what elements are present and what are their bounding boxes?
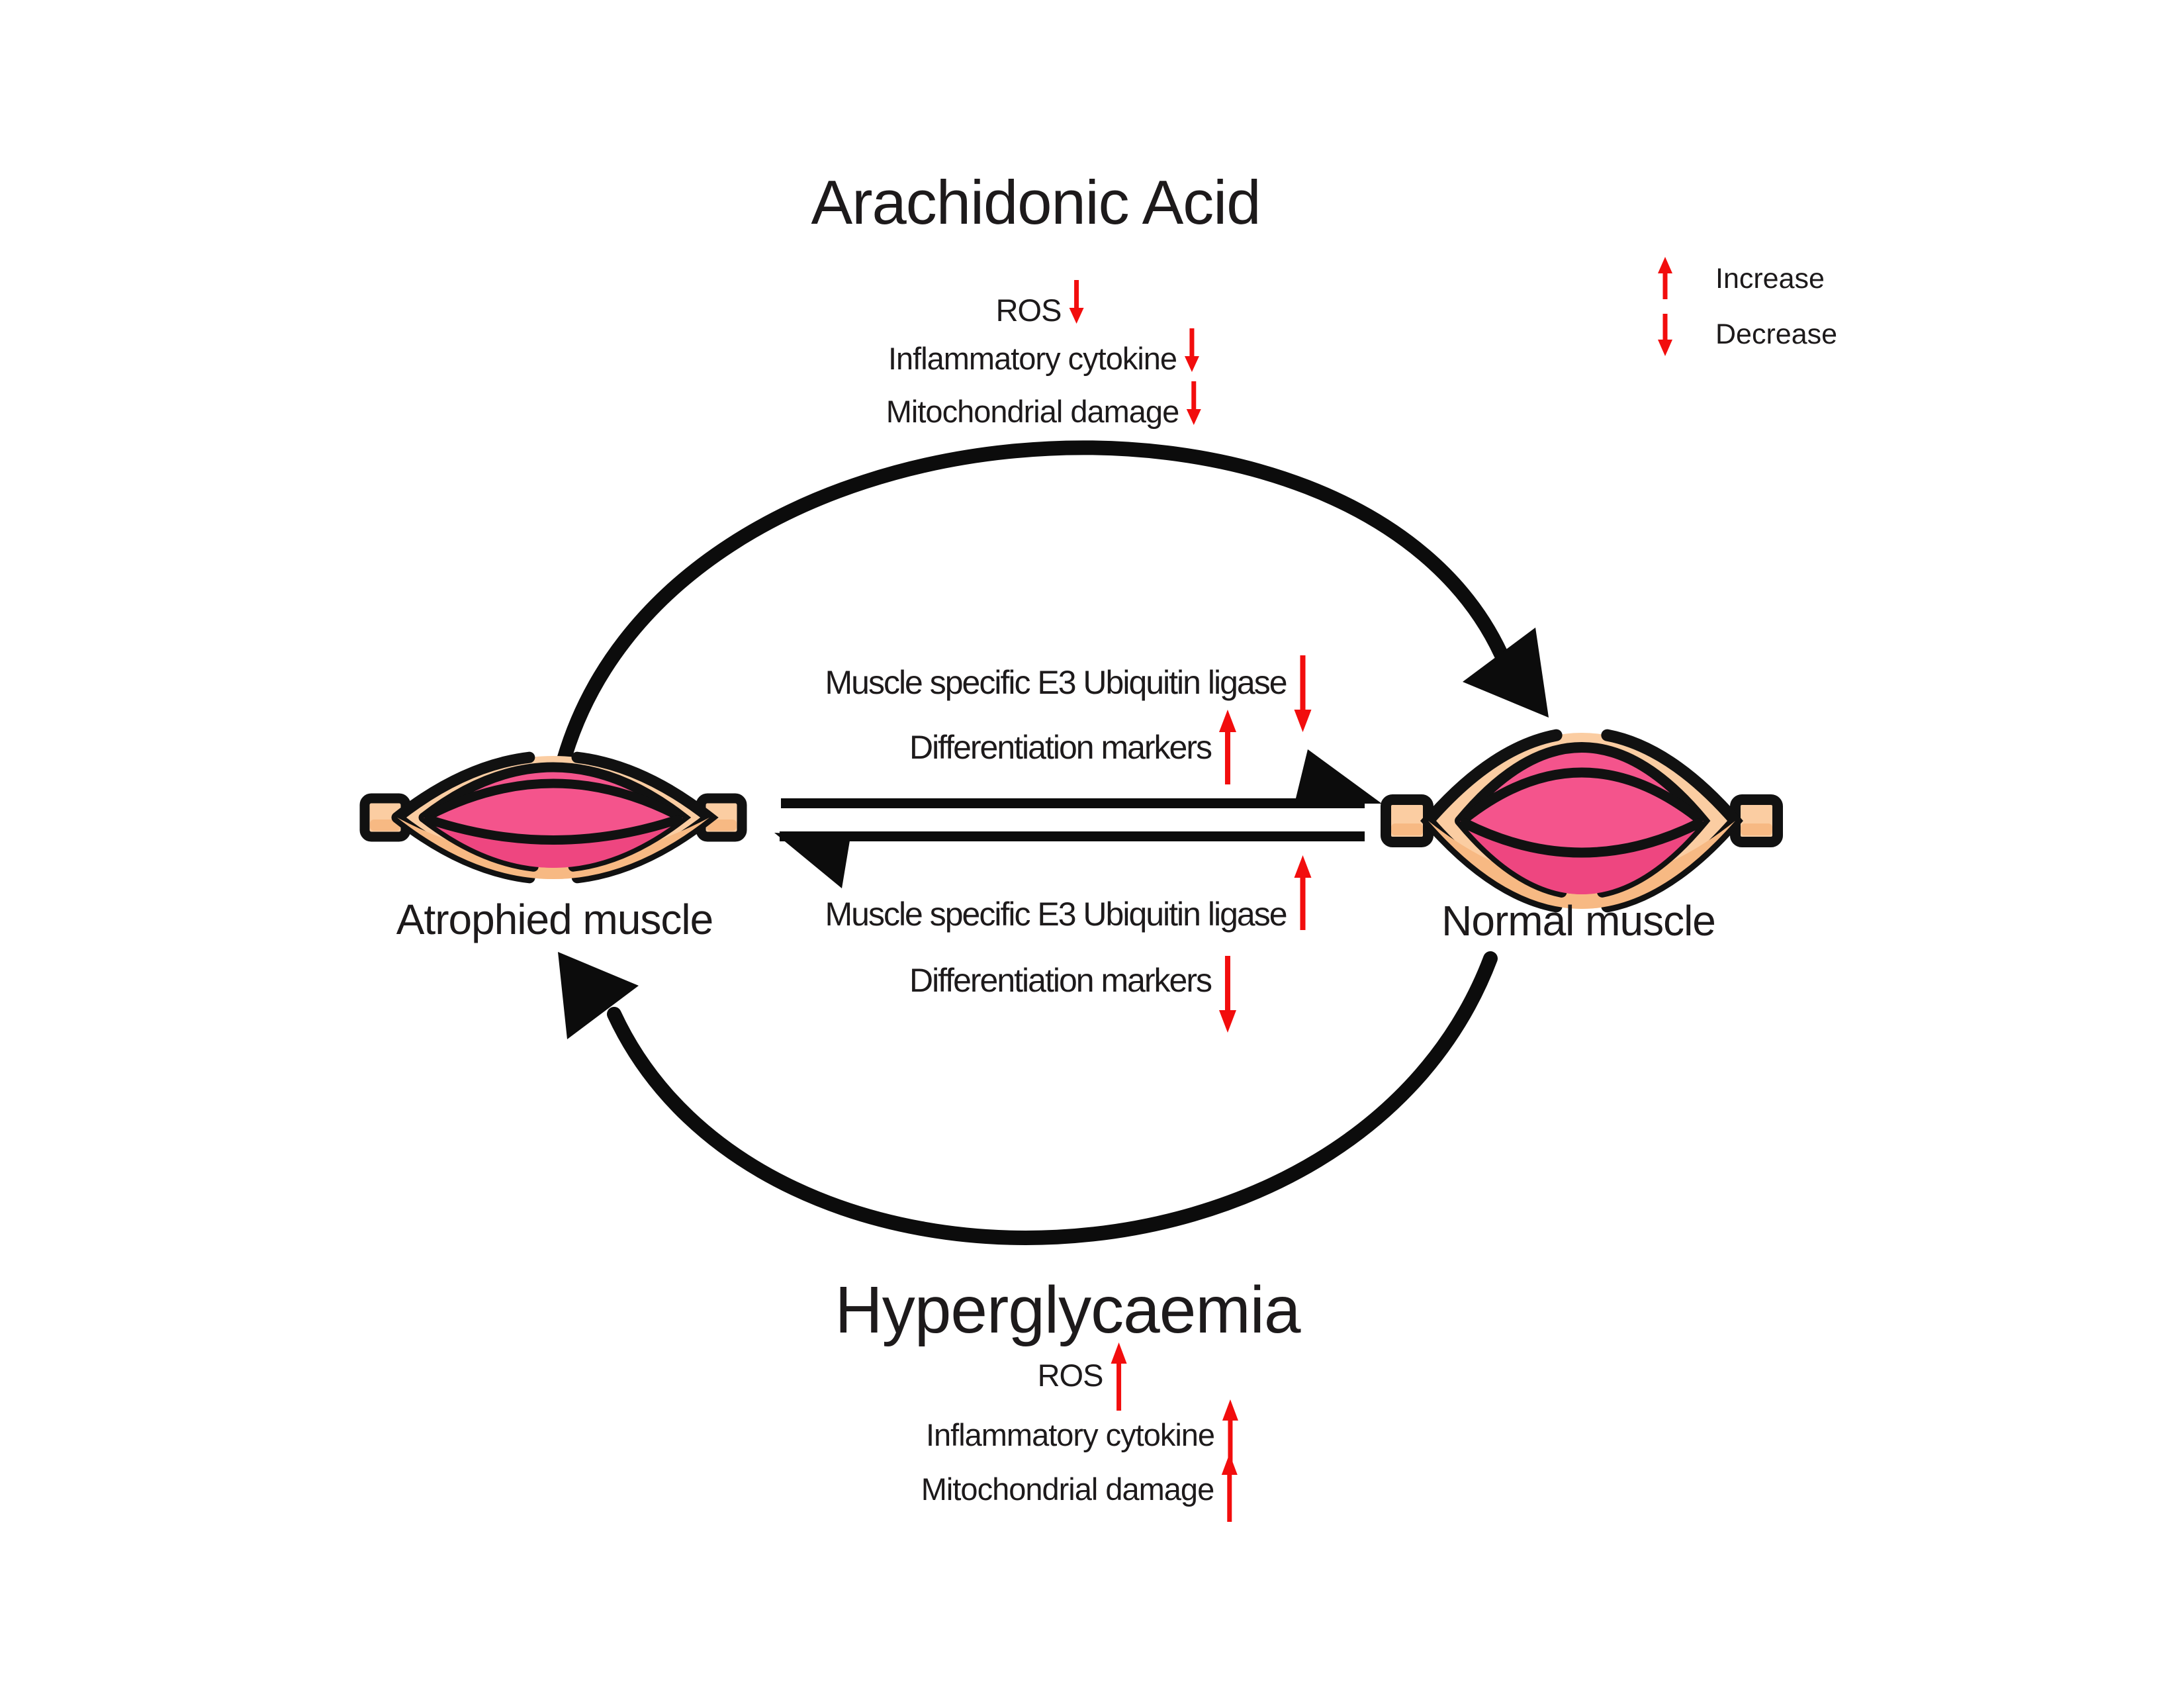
atrophied-fiber-line-lower <box>424 815 682 845</box>
pathway-label: Muscle specific E3 Ubiquitin ligase <box>825 896 1287 933</box>
bottom-arc-arrowhead-icon <box>558 952 639 1039</box>
arachidonic-effect-mitochondrial: Mitochondrial damage <box>886 381 1203 430</box>
effect-label: Mitochondrial damage <box>886 394 1179 429</box>
top-cycle-arc <box>554 440 1549 776</box>
effect-label: ROS <box>995 293 1062 328</box>
increase-arrow-icon <box>1219 710 1237 784</box>
legend-decrease: Decrease <box>1656 312 1837 356</box>
effect-label: Inflammatory cytokine <box>925 1417 1215 1452</box>
top-title: Arachidonic Acid <box>811 167 1261 237</box>
decrease-arrow-icon <box>1658 314 1672 356</box>
top-arc-line <box>554 440 1508 776</box>
legend-increase: Increase <box>1656 257 1825 301</box>
increase-arrow-icon <box>1294 855 1312 930</box>
hyperglycaemia-effect-ros: ROS <box>1037 1342 1128 1412</box>
pathway-label: Differentiation markers <box>909 962 1212 999</box>
bottom-title: Hyperglycaemia <box>835 1273 1301 1347</box>
forward-arrowhead-icon <box>1295 749 1382 804</box>
hyperglycaemia-effect-mitochondrial: Mitochondrial damage <box>921 1454 1239 1523</box>
decrease-arrow-icon <box>1185 328 1200 372</box>
arachidonic-effect-cytokine: Inflammatory cytokine <box>887 328 1201 377</box>
increase-arrow-icon <box>1111 1342 1127 1411</box>
normal-outer-shade <box>1428 821 1735 909</box>
reverse-arrow <box>774 831 1365 888</box>
effect-label: Mitochondrial damage <box>921 1472 1214 1507</box>
pathway-label: Differentiation markers <box>909 729 1212 766</box>
forward-pathway-line-markers: Differentiation markers <box>909 710 1238 786</box>
decrease-arrow-icon <box>1187 381 1202 425</box>
forward-arrow-shaft <box>781 798 1365 808</box>
decrease-arrow-icon <box>1069 280 1084 324</box>
legend-increase-label: Increase <box>1715 262 1825 295</box>
normal-left-tendon-shade <box>1391 823 1423 835</box>
normal-fiber-line-lower <box>1460 818 1704 858</box>
arachidonic-effect-ros: ROS <box>995 280 1085 328</box>
reverse-arrowhead-icon <box>774 833 850 888</box>
atrophied-muscle-icon <box>359 750 747 885</box>
reverse-pathway-line-markers: Differentiation markers <box>909 956 1238 1033</box>
atrophied-left-tendon-shade <box>370 820 400 831</box>
normal-fiber-line-upper <box>1460 767 1704 823</box>
normal-right-tendon-shade <box>1741 823 1772 835</box>
forward-arrow <box>781 749 1382 808</box>
decrease-arrow-icon <box>1219 956 1237 1033</box>
atrophied-muscle-label: Atrophied muscle <box>396 896 713 943</box>
effect-label: Inflammatory cytokine <box>887 341 1177 376</box>
bottom-cycle-arc <box>558 951 1498 1245</box>
effect-label: ROS <box>1037 1358 1104 1393</box>
forward-pathway-line-ligase: Muscle specific E3 Ubiquitin ligase <box>825 655 1312 732</box>
atrophied-fiber-line-upper <box>424 778 682 820</box>
increase-arrow-icon <box>1222 1454 1238 1522</box>
top-arc-arrowhead-icon <box>1463 628 1549 718</box>
normal-muscle-icon <box>1381 727 1783 915</box>
pathway-label: Muscle specific E3 Ubiquitin ligase <box>825 664 1287 701</box>
normal-muscle-label: Normal muscle <box>1441 897 1716 945</box>
hyperglycaemia-effect-cytokine: Inflammatory cytokine <box>925 1399 1240 1469</box>
legend-decrease-label: Decrease <box>1715 318 1838 350</box>
reverse-pathway-line-ligase: Muscle specific E3 Ubiquitin ligase <box>825 855 1312 933</box>
bottom-arc-line <box>607 951 1498 1245</box>
reverse-arrow-shaft <box>780 831 1365 841</box>
atrophied-right-tendon-shade <box>706 820 737 831</box>
atrophied-outer-shade <box>397 818 709 879</box>
decrease-arrow-icon <box>1294 655 1312 732</box>
increase-arrow-icon <box>1658 257 1672 299</box>
